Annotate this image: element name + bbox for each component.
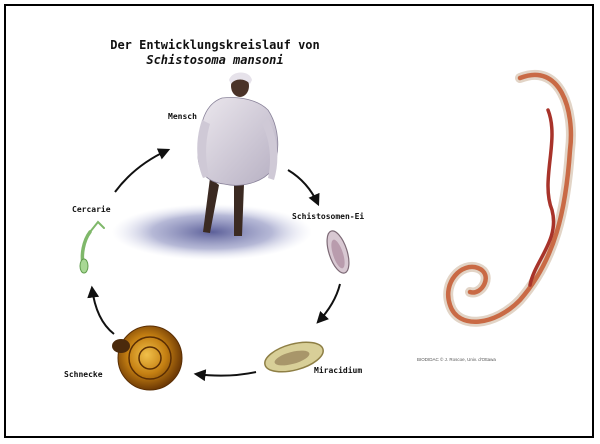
label-human: Mensch xyxy=(168,112,197,121)
cercaria-head xyxy=(80,259,88,273)
robe xyxy=(198,98,278,186)
arrow-snail-to-cercaria xyxy=(92,288,114,334)
label-cercaria: Cercarie xyxy=(72,205,111,214)
diagram-title: Der Entwicklungskreislauf von Schistosom… xyxy=(60,38,370,68)
arrow-cercaria-to-human xyxy=(115,150,168,192)
adult-worm-illustration xyxy=(448,75,571,322)
arrow-miracidium-to-snail xyxy=(196,372,256,376)
label-miracidium: Miracidium xyxy=(314,366,362,375)
cercaria-tail-fork xyxy=(90,222,104,232)
arrow-human-to-egg xyxy=(288,170,318,204)
worm-body-color xyxy=(448,75,571,322)
label-snail: Schnecke xyxy=(64,370,103,379)
snail-aperture xyxy=(112,339,130,353)
worm-male xyxy=(448,75,571,322)
cercaria-illustration xyxy=(80,222,104,273)
label-egg: Schistosomen-Ei xyxy=(292,212,364,221)
snail-shell xyxy=(118,326,182,390)
arrow-egg-to-miracidium xyxy=(318,284,340,322)
title-line-1: Der Entwicklungskreislauf von xyxy=(60,38,370,53)
egg-illustration xyxy=(323,228,354,275)
snail-illustration xyxy=(112,326,182,390)
title-line-2: Schistosoma mansoni xyxy=(60,53,370,68)
photo-credit: BIODIDAC © J. Roscoe, Univ. d'Ottawa xyxy=(417,357,496,362)
